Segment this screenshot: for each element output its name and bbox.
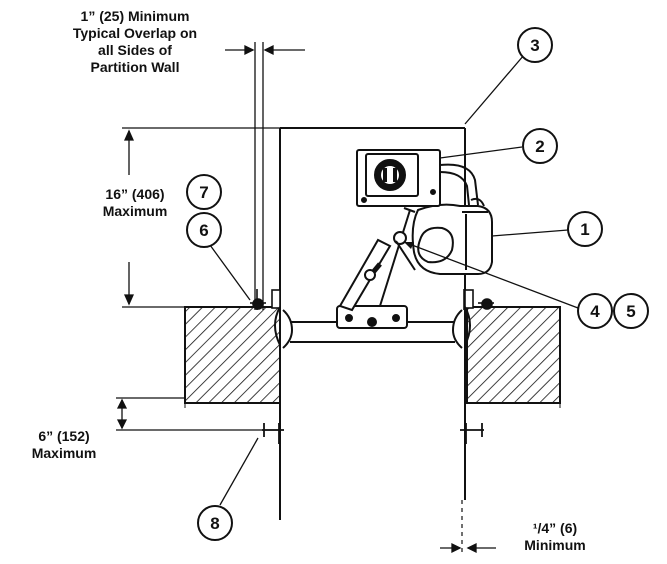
partition-wall-left	[184, 306, 281, 404]
gap-min-caption: Minimum	[524, 537, 586, 553]
overlap-note-line-4: Partition Wall	[90, 59, 180, 75]
fastener-left	[250, 289, 281, 310]
fastener-right	[463, 289, 494, 310]
height-max-value: 16” (406)	[105, 186, 165, 202]
callout-4: 4	[403, 241, 613, 329]
overlap-note-line-3: all Sides of	[98, 42, 172, 58]
callout-2-label: 2	[535, 137, 544, 156]
callout-6: 6	[186, 212, 251, 301]
callout-5: 5	[613, 293, 649, 329]
partition-wall-right	[466, 306, 561, 404]
height-max-note: 16” (406) Maximum	[80, 186, 190, 220]
actuator-motor	[411, 197, 493, 275]
callout-3: 3	[464, 27, 553, 125]
callout-7-label: 7	[199, 183, 208, 202]
opening-lines	[279, 307, 466, 555]
callout-4-label: 4	[590, 302, 600, 321]
overlap-dimension	[225, 42, 305, 310]
callout-7: 7	[186, 174, 222, 210]
height-max-caption: Maximum	[102, 203, 168, 219]
callout-8: 8	[197, 437, 259, 541]
bottom-clip-left	[262, 423, 284, 444]
callout-6-label: 6	[199, 221, 208, 240]
callout-5-label: 5	[626, 302, 635, 321]
lower-max-value: 6” (152)	[38, 428, 90, 444]
callout-1: 1	[491, 211, 603, 247]
linkage-arms	[338, 207, 416, 312]
damper-blade	[336, 305, 408, 329]
lower-max-caption: Maximum	[31, 445, 97, 461]
lower-dimension	[116, 397, 280, 431]
overlap-note-line-1: 1” (25) Minimum	[80, 8, 190, 24]
bottom-clip-right	[460, 423, 484, 444]
overlap-note-line-2: Typical Overlap on	[72, 25, 198, 41]
callout-8-label: 8	[210, 514, 219, 533]
gap-min-note: ¹/4” (6) Minimum	[500, 520, 610, 554]
gap-min-value: ¹/4” (6)	[532, 520, 578, 536]
gap-dimension	[440, 542, 496, 554]
callout-3-label: 3	[530, 36, 539, 55]
callout-2: 2	[439, 128, 558, 164]
electrical-box	[356, 149, 441, 207]
conduit	[439, 163, 479, 206]
overlap-note: 1” (25) Minimum Typical Overlap on all S…	[40, 8, 230, 76]
lower-max-note: 6” (152) Maximum	[14, 428, 114, 462]
callout-1-label: 1	[580, 220, 589, 239]
height-dimension	[122, 127, 280, 308]
